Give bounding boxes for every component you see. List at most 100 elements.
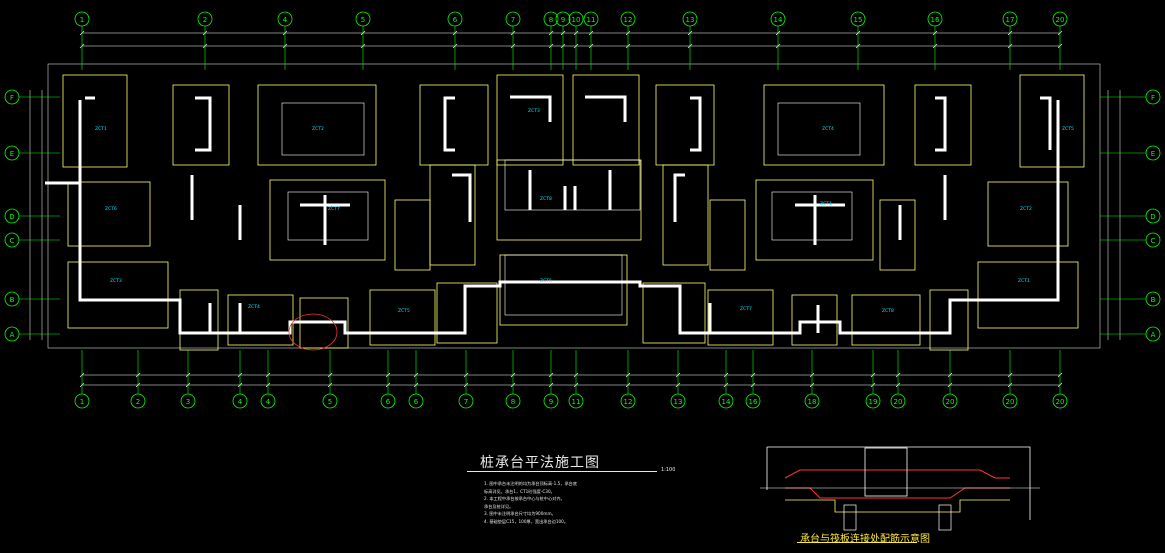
grid-bubble (4, 291, 20, 307)
cap-label: ZCT7 (740, 306, 752, 312)
grid-bubble-label: 8 (511, 398, 515, 406)
grid-bubble (505, 393, 521, 409)
grid-bubble-label: 2 (136, 398, 140, 406)
grid-bubble-label: A (10, 331, 15, 339)
section-detail (760, 446, 1040, 531)
grid-bubble-label: 8 (549, 16, 553, 24)
grid-bubble (1052, 11, 1068, 27)
pile-cap (755, 179, 874, 261)
grid-bubble (1002, 11, 1018, 27)
cap-inner-outline (504, 254, 623, 316)
grid-bubble-label: 16 (931, 16, 940, 24)
cap-label: ZCT2 (312, 126, 324, 132)
pile-cap (977, 261, 1079, 329)
note-line: 标高详见，承台1，CT1砼强度-C30。 (484, 488, 555, 494)
grid-bubble (543, 11, 559, 27)
grid-bubble-label: 16 (749, 398, 758, 406)
cap-label: ZCT8 (882, 308, 894, 314)
grid-bubble (620, 11, 636, 27)
pile-cap (269, 179, 386, 261)
pile-cap (394, 199, 431, 271)
grid-bubble (1145, 145, 1161, 161)
grid-bubble (447, 11, 463, 27)
pile-cap (791, 294, 838, 346)
shear-wall (78, 100, 1060, 335)
drawing-scale: 1:100 (661, 467, 676, 473)
pile-cap (879, 199, 916, 271)
section-frame (766, 446, 1031, 520)
grid-bubble-label: F (10, 94, 14, 102)
cap-profile (785, 499, 1010, 513)
cap-inner-outline (504, 159, 641, 211)
grid-bubble-label: 7 (511, 16, 515, 24)
pile-cap (572, 74, 640, 166)
grid-bubble (380, 393, 396, 409)
grid-bubble-label: E (10, 150, 14, 158)
grid-bubble-label: 5 (328, 398, 332, 406)
shear-wall (708, 303, 820, 333)
pile-cap (496, 159, 642, 241)
grid-bubble (745, 393, 761, 409)
pile-cap (914, 84, 972, 166)
grid-bubble (555, 11, 571, 27)
cap-label: ZCT6 (105, 206, 117, 212)
grid-bubble (197, 11, 213, 27)
grid-bubble (180, 393, 196, 409)
grid-bubble-label: 20 (946, 398, 955, 406)
grid-bubble-label: 20 (1056, 16, 1065, 24)
pile-section (843, 504, 857, 531)
note-line: 2. 本工程中承台按承台中心与桩中心对齐。 (484, 496, 565, 502)
pile-cap (499, 254, 628, 326)
shear-wall (190, 175, 242, 240)
grid-bubble (4, 208, 20, 224)
grid-bubble (458, 393, 474, 409)
grid-bubble (130, 393, 146, 409)
pile-cap (436, 282, 498, 344)
shear-wall (195, 96, 212, 152)
grid-bubble-label: B (1151, 296, 1156, 304)
grid-bubble-label: B (10, 296, 15, 304)
cap-label: ZCT1 (820, 201, 832, 207)
grid-bubble-label: 13 (686, 16, 695, 24)
cap-label: ZCT1 (1018, 278, 1030, 284)
cap-label: ZCT1 (95, 126, 107, 132)
grid-bubble (260, 393, 276, 409)
shear-wall (443, 96, 455, 152)
shear-wall (510, 95, 627, 122)
outer-boundary (47, 63, 1101, 349)
grid-bubble (927, 11, 943, 27)
pile-cap (257, 84, 377, 166)
grid-bubble (1145, 232, 1161, 248)
grid-bubble (865, 393, 881, 409)
grid-bubble (682, 11, 698, 27)
rebar-bottom (785, 487, 1010, 499)
shear-wall (673, 173, 685, 222)
pile-cap (67, 261, 169, 329)
grid-bubble (74, 393, 90, 409)
grid-bubble (408, 393, 424, 409)
grid-bubble-label: C (10, 237, 15, 245)
note-line: 3. 图中未注明承台尺寸均为900mm。 (484, 511, 556, 517)
drawing-title: 桩承台平法施工图 (480, 455, 600, 471)
grid-bubble (942, 393, 958, 409)
pile-cap (62, 74, 128, 168)
shear-wall (690, 96, 702, 152)
shear-wall (795, 195, 845, 245)
pile-cap (763, 84, 885, 166)
grid-bubble (4, 326, 20, 342)
grid-bubble (568, 11, 584, 27)
pile-cap (496, 74, 564, 166)
drawing-notes: 1. 图中承台未注明的均为承台顶标高-1.5，承台底 标高详见，承台1，CT1砼… (484, 480, 577, 526)
grid-bubble (770, 11, 786, 27)
cap-label: ZCT2 (1020, 206, 1032, 212)
grid-bubble-label: 1 (80, 398, 84, 406)
cap-label: ZCT5 (398, 308, 410, 314)
grid-bubble (1145, 89, 1161, 105)
grid-bubble-label: D (9, 213, 14, 221)
grid-bubble-label: 15 (854, 16, 863, 24)
pile-cap (709, 199, 746, 271)
grid-bubble-label: 20 (894, 398, 903, 406)
pile-cap (655, 84, 715, 166)
cap-label: ZCT3 (110, 278, 122, 284)
grid-bubble-label: 14 (774, 16, 783, 24)
